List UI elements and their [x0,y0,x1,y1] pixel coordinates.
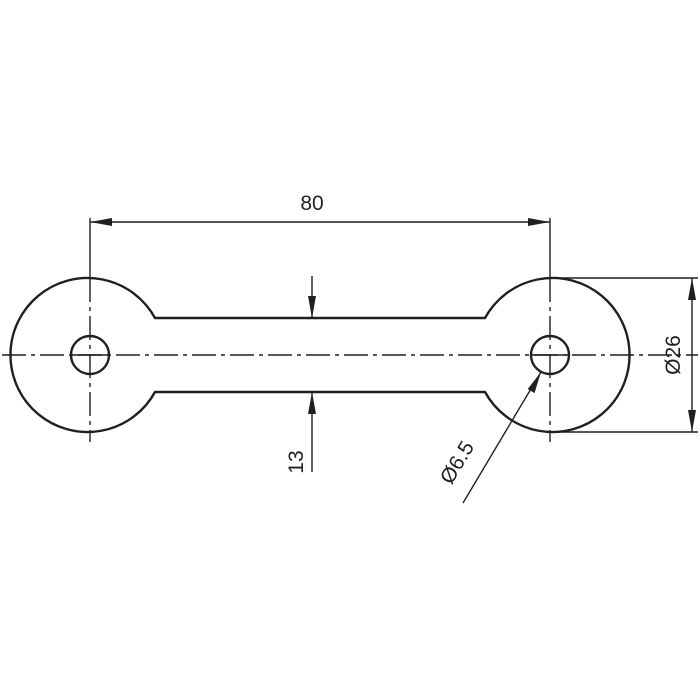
bar-width-label: 13 [285,450,308,473]
arrowhead-top [308,296,316,318]
bar-width-dimension: 13 [285,276,316,474]
leader-arrowhead [527,372,541,394]
part-outline [9,276,631,434]
center-distance-label: 80 [300,192,323,215]
boss-diameter-label: Ø26 [662,335,685,375]
arrowhead-bottom [308,392,316,414]
leader-line [462,371,542,504]
arrowhead-top [688,278,696,300]
center-distance-dimension: 80 [89,192,551,278]
arrowhead-bottom [688,410,696,432]
arrowhead-right [528,218,550,226]
arrowhead-left [90,218,112,226]
hole-diameter-label: Ø6.5 [436,437,479,488]
boss-diameter-dimension: Ø26 [552,277,698,433]
